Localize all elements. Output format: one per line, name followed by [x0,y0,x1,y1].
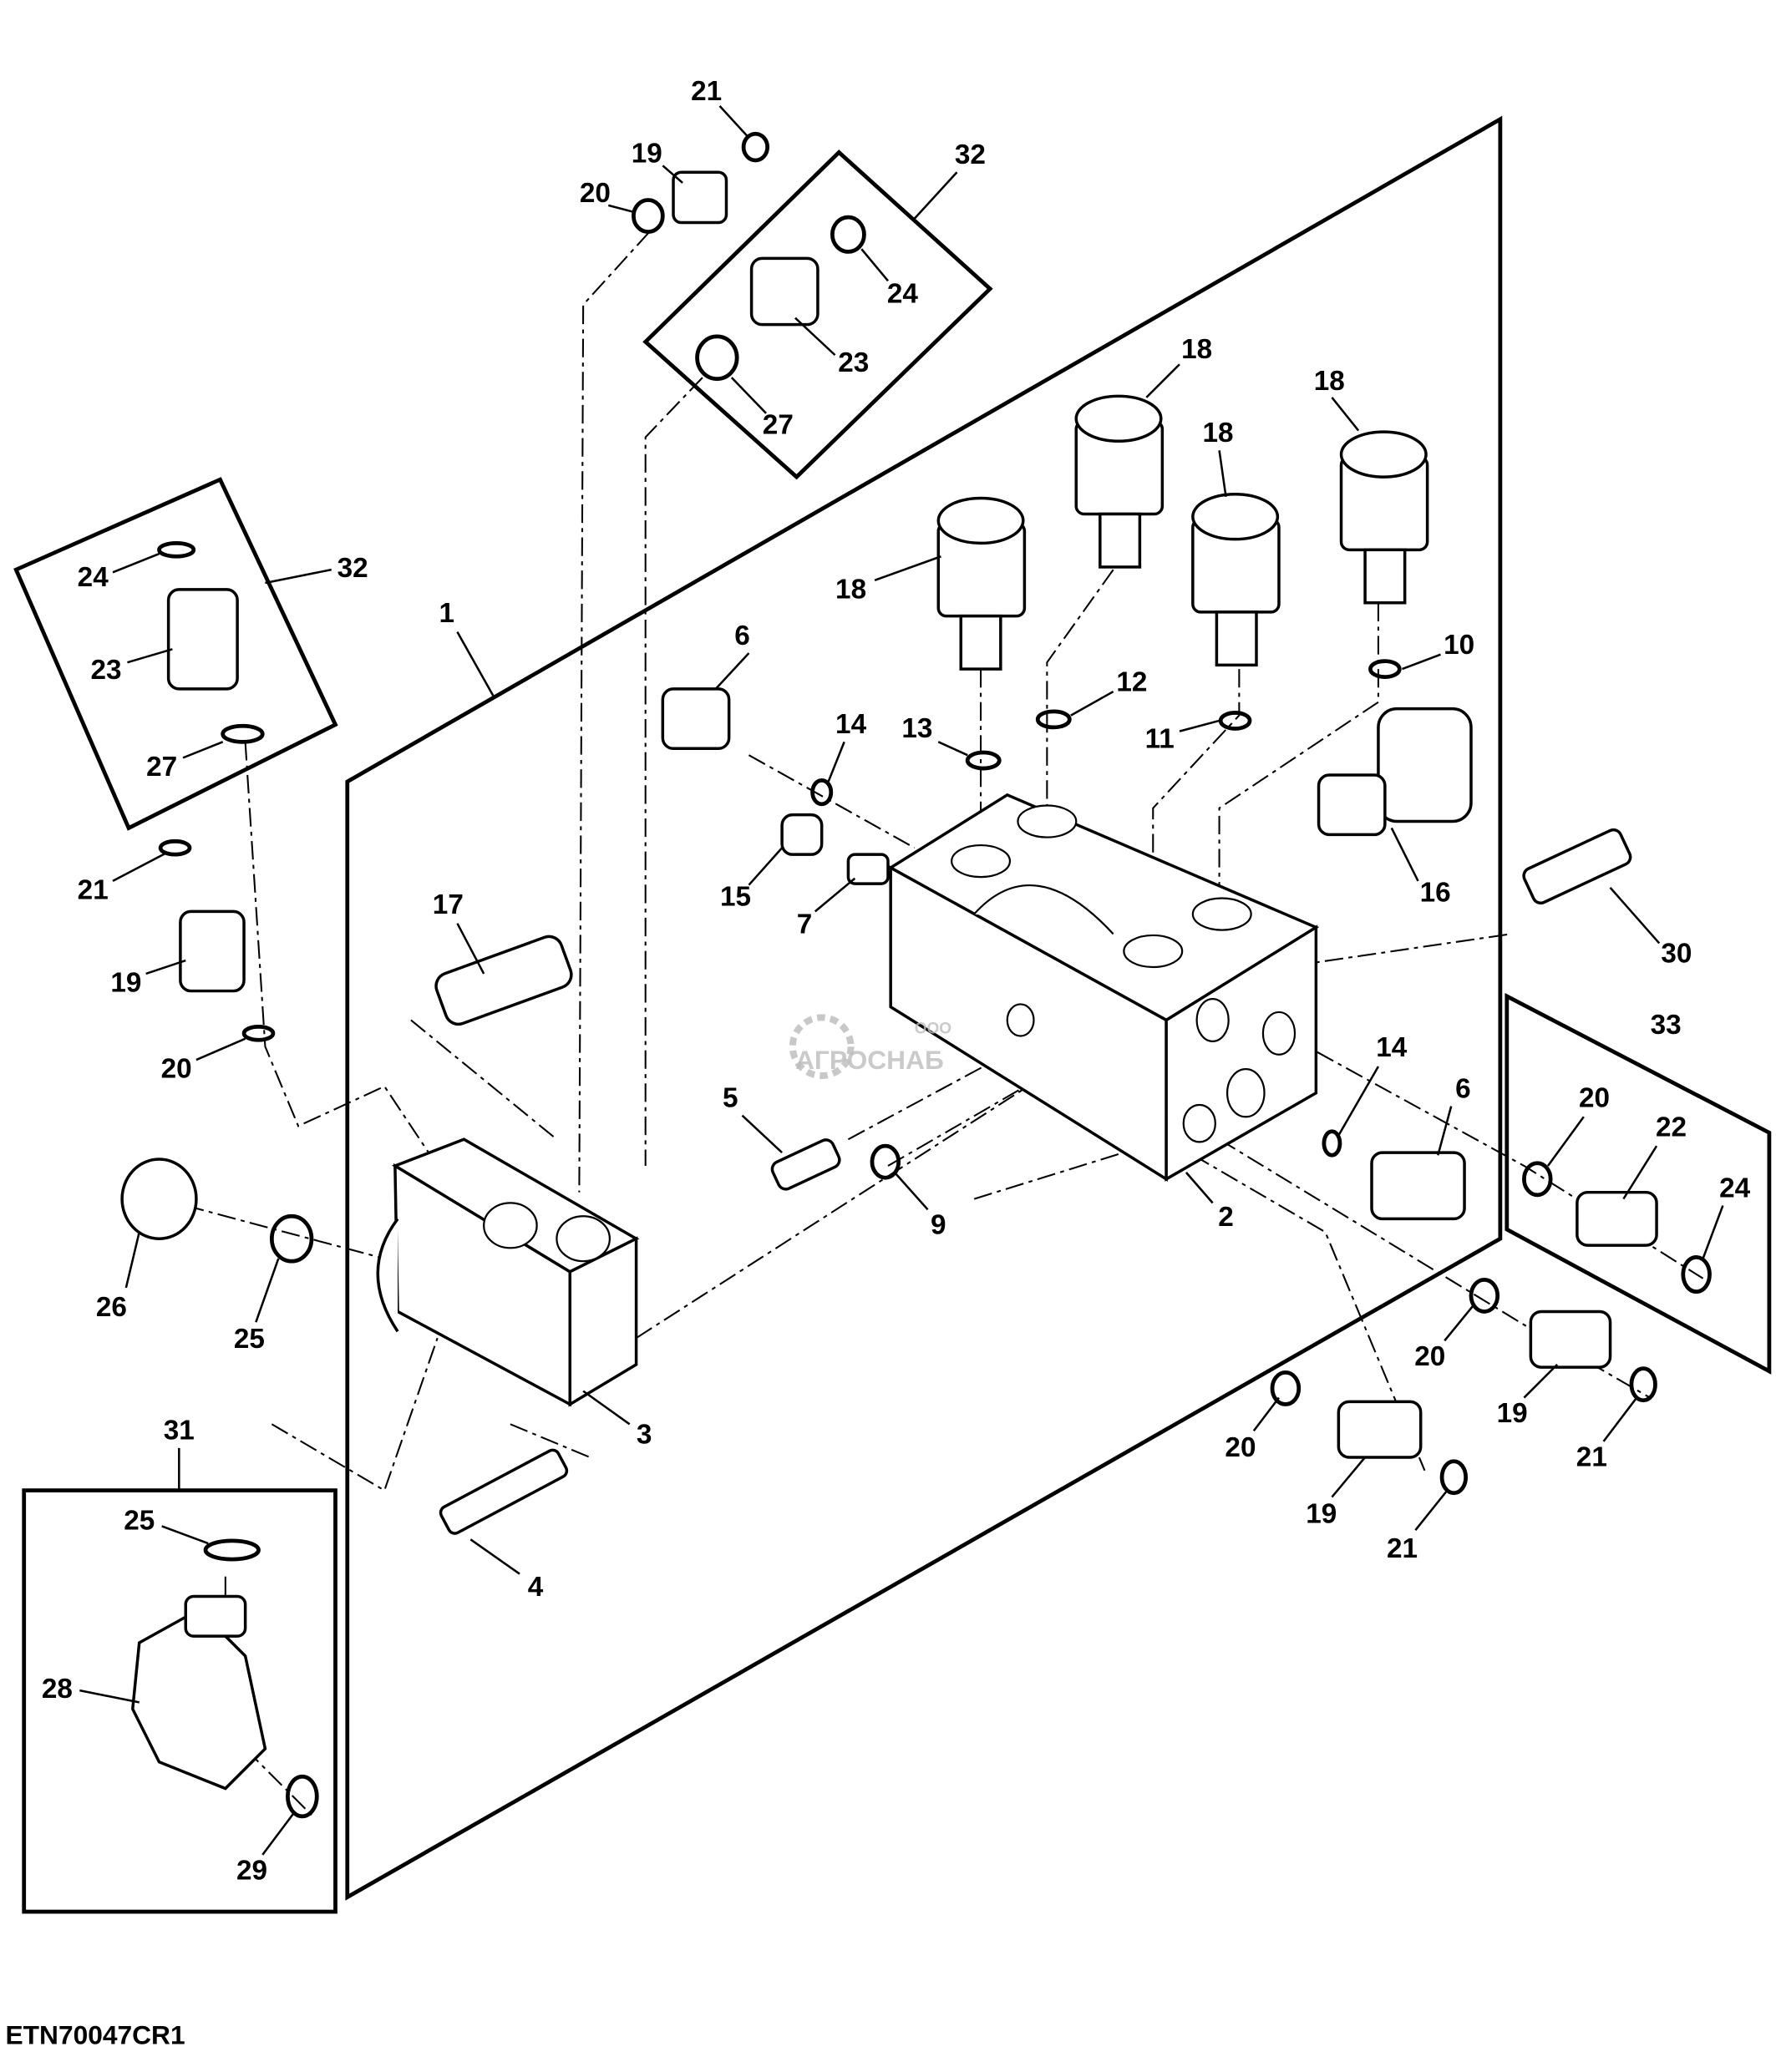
callout: 6 [1455,1073,1471,1104]
callout: 29 [236,1855,267,1886]
callout: 30 [1661,939,1692,970]
callout-numbers: 21 19 20 32 24 23 27 18 18 18 18 24 32 2… [42,76,1751,1886]
callout: 19 [1306,1499,1337,1530]
callout: 9 [931,1210,946,1241]
kit-box-32-left [13,477,338,831]
callout: 18 [1314,366,1345,397]
callout: 25 [234,1324,265,1355]
callout: 21 [78,874,109,905]
callout: 33 [1651,1010,1682,1041]
kit-box-33 [1505,992,1772,1375]
callout: 20 [580,178,611,209]
callout: 12 [1116,666,1147,697]
svg-text:АГРОСНАБ: АГРОСНАБ [795,1045,944,1075]
callout: 24 [78,562,109,593]
callout: 14 [1376,1032,1408,1063]
callout: 17 [433,889,464,920]
kit-box-32-top [642,149,993,480]
callout: 27 [146,752,177,783]
callout: 32 [337,553,368,584]
callout: 2 [1218,1202,1234,1233]
manifold-block [887,793,1320,1182]
callout: 19 [632,138,662,169]
callout: 13 [901,713,932,744]
callout: 20 [1225,1432,1256,1463]
callout: 5 [723,1082,738,1113]
callout: 18 [1202,418,1233,448]
callout: 6 [734,621,750,651]
callout: 19 [110,967,141,998]
callout: 21 [1387,1533,1418,1564]
callout: 26 [96,1292,127,1323]
callout: 14 [835,709,867,740]
callout: 15 [720,881,751,912]
callout: 3 [637,1419,652,1450]
callout: 31 [164,1416,195,1446]
callout: 1 [439,598,454,629]
callout: 16 [1420,878,1451,909]
figure-code: ETN70047CR1 [6,2020,185,2050]
callout: 19 [1497,1398,1528,1429]
watermark-logo: ООО АГРОСНАБ [789,1014,951,1080]
callout: 11 [1145,724,1175,755]
callout: 24 [887,279,919,310]
callout: 23 [91,655,122,686]
svg-text:ООО: ООО [915,1020,951,1037]
callout: 24 [1719,1173,1751,1203]
callout: 18 [835,574,866,605]
callout: 27 [763,410,794,441]
callout: 22 [1656,1112,1687,1142]
solenoid-valves [936,394,1429,671]
callout: 21 [691,76,722,107]
callout: 7 [797,909,813,940]
callout: 4 [528,1572,544,1603]
callout: 10 [1444,630,1474,661]
callout: 23 [838,347,869,378]
callout: 25 [124,1505,155,1536]
callout: 28 [42,1674,73,1705]
flange-block [376,1137,640,1407]
fittings-and-seals [120,131,1712,1819]
callout: 21 [1576,1441,1607,1472]
callout: 20 [1579,1082,1610,1113]
leader-lines [79,105,1724,1856]
assembly-panel-1 [345,115,1503,1901]
callout: 18 [1181,334,1212,365]
callout: 20 [1414,1341,1445,1372]
callout: 32 [955,139,986,170]
callout: 20 [161,1054,192,1085]
